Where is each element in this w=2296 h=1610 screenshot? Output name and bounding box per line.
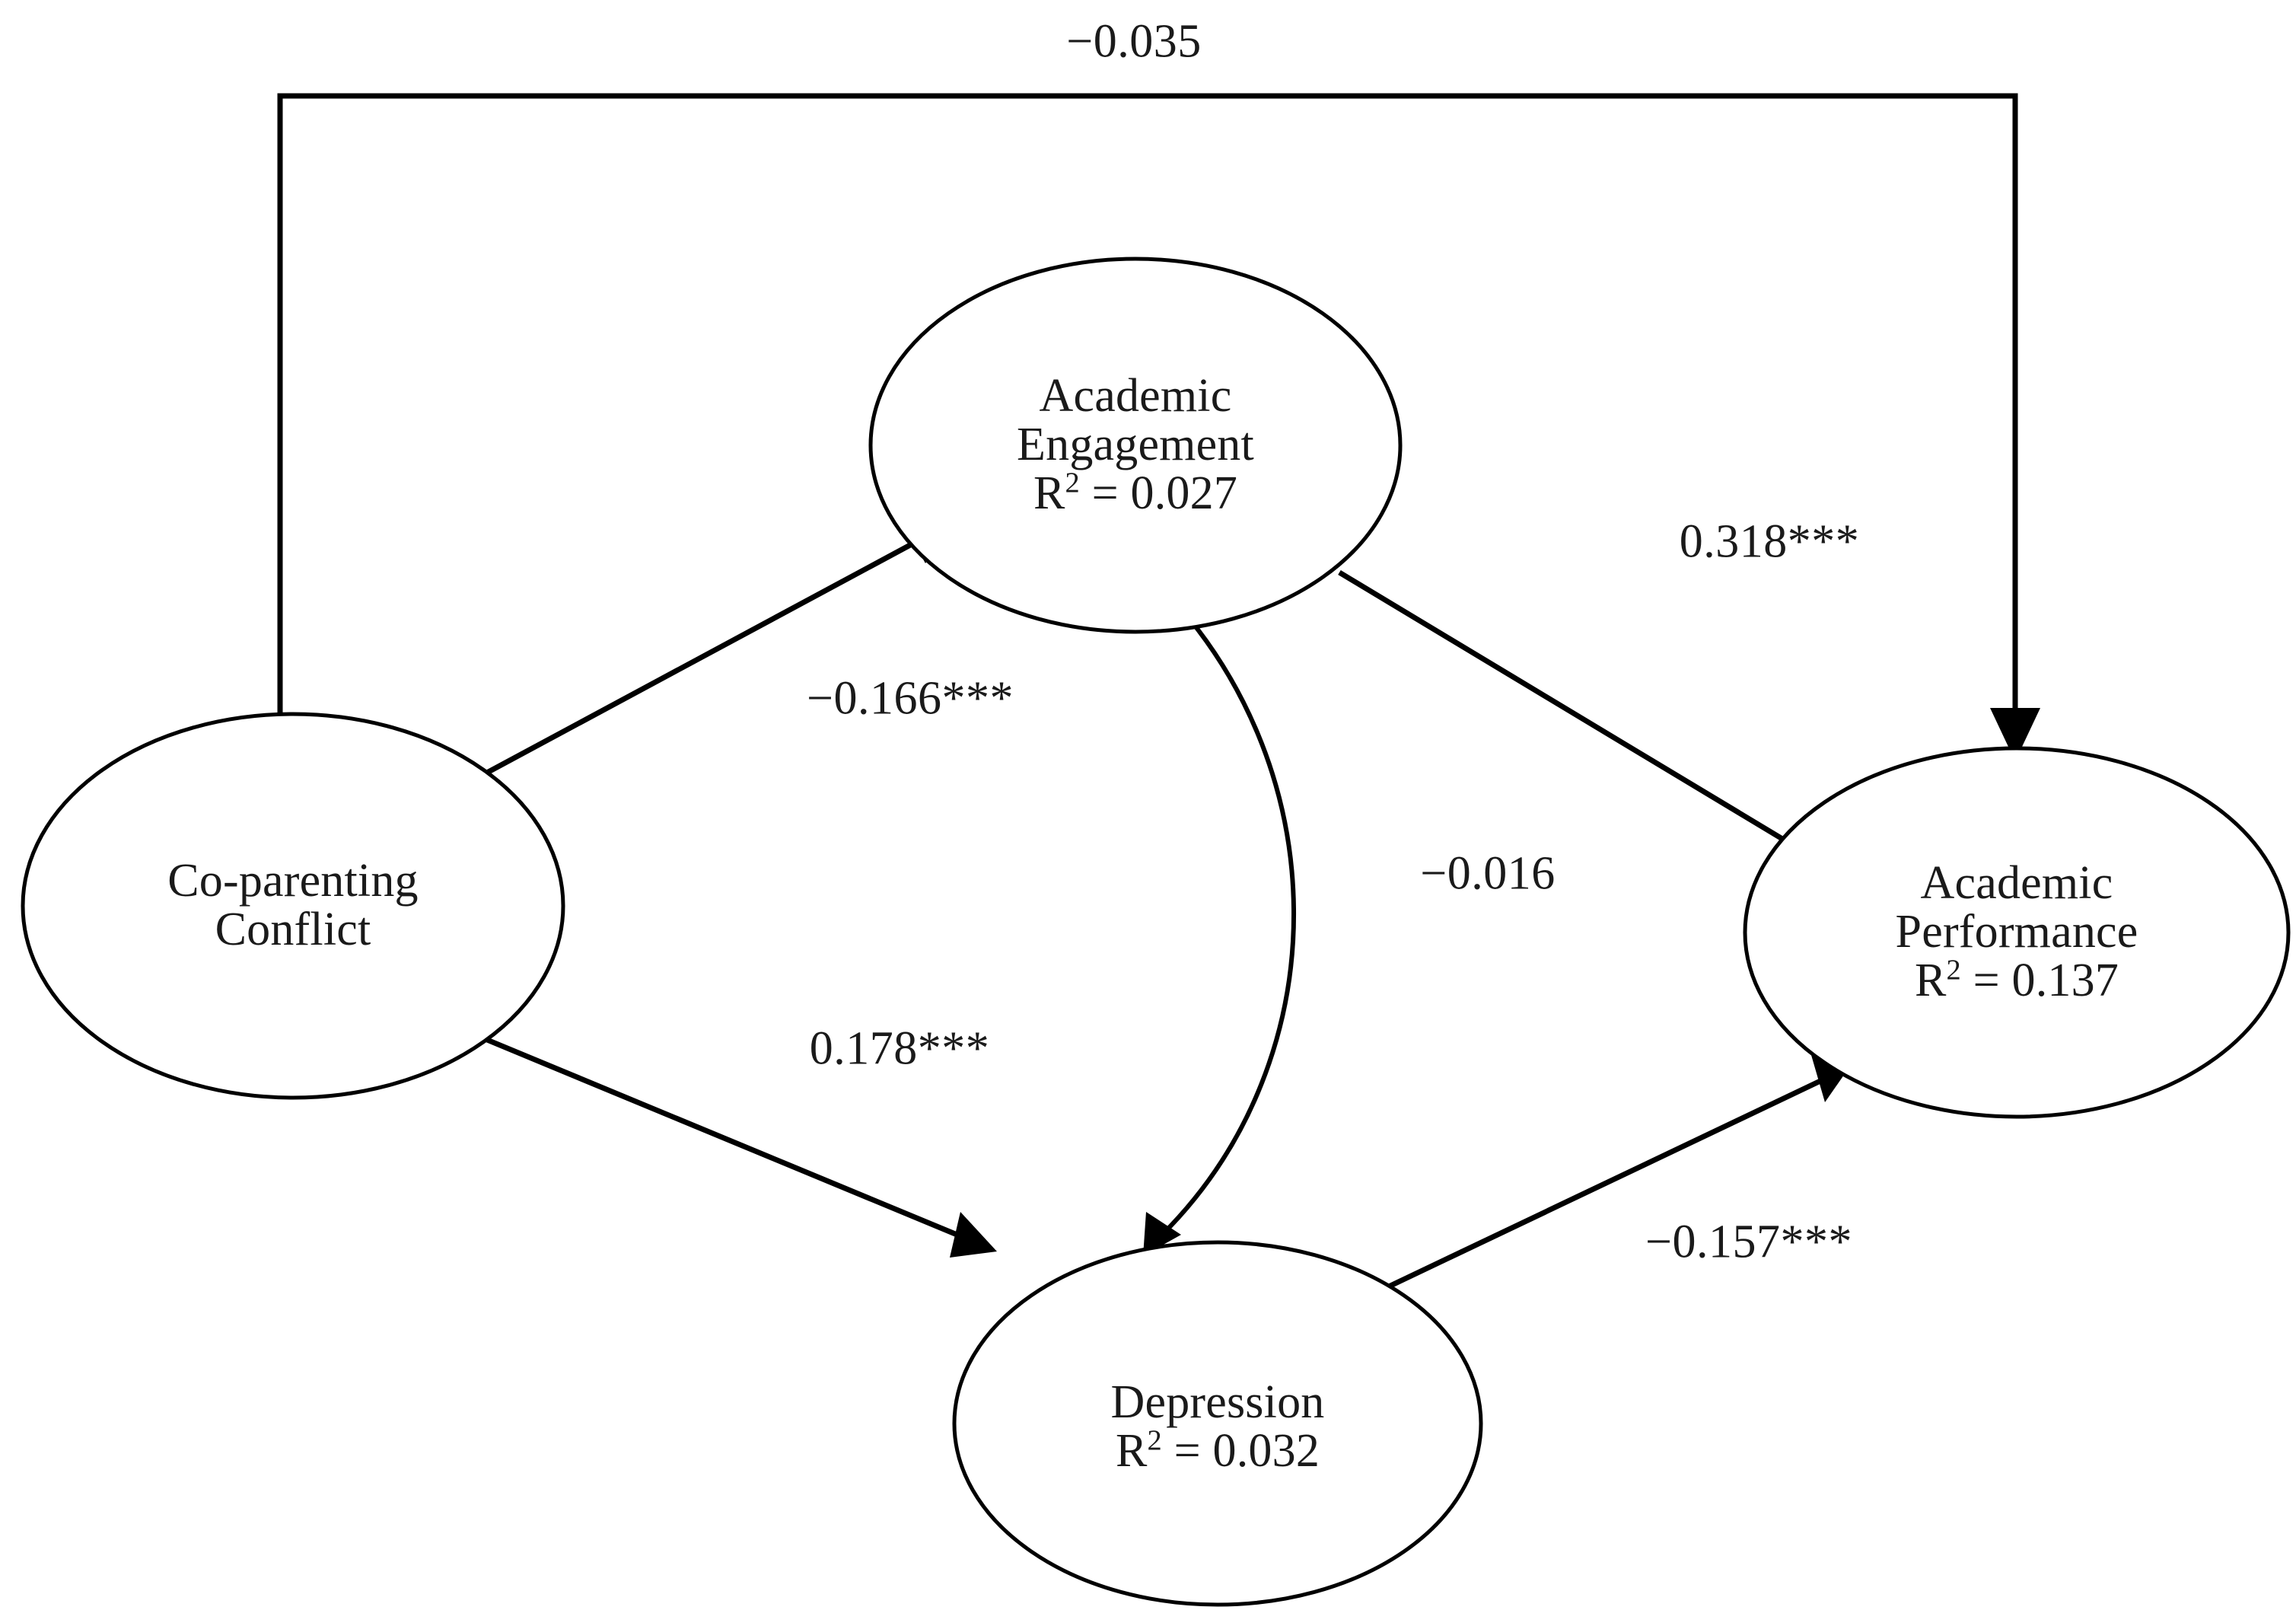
edge-conflict-to-engagement-line — [464, 531, 931, 787]
node-co-parenting-conflict-ellipse[interactable] — [21, 712, 565, 1100]
edge-label-conflict-to-engagement: −0.166*** — [807, 672, 1014, 725]
node-depression-ellipse[interactable] — [952, 1240, 1483, 1607]
edge-label-conflict-to-performance: −0.035 — [1066, 15, 1202, 68]
edge-engagement-to-performance — [1338, 570, 1833, 869]
edge-label-engagement-depression-covariance: −0.016 — [1420, 847, 1556, 900]
edge-conflict-to-performance-arrowhead — [1990, 708, 2040, 761]
node-academic-performance-ellipse[interactable] — [1743, 746, 2291, 1119]
edge-conflict-to-depression-arrowhead — [950, 1212, 997, 1258]
edge-conflict-to-depression — [467, 1029, 997, 1258]
edge-engagement-depression-curve — [1149, 575, 1296, 1237]
edge-conflict-to-engagement — [464, 519, 957, 787]
node-academic-engagement-ellipse[interactable] — [868, 257, 1403, 634]
edge-depression-to-performance-line — [1371, 1078, 1822, 1297]
edge-engagement-to-performance-line — [1338, 570, 1807, 855]
edge-conflict-to-performance-line — [277, 93, 2018, 737]
edge-engagement-depression-arrowhead-bottom — [1143, 1212, 1181, 1256]
edge-engagement-depression-covariance — [1134, 565, 1296, 1256]
edge-conflict-to-performance — [277, 93, 2040, 761]
edge-label-engagement-to-performance: 0.318*** — [1679, 515, 1860, 568]
edge-label-conflict-to-depression: 0.178*** — [809, 1022, 990, 1075]
edge-conflict-to-depression-line — [467, 1029, 970, 1242]
edge-label-depression-to-performance: −0.157*** — [1645, 1216, 1852, 1268]
